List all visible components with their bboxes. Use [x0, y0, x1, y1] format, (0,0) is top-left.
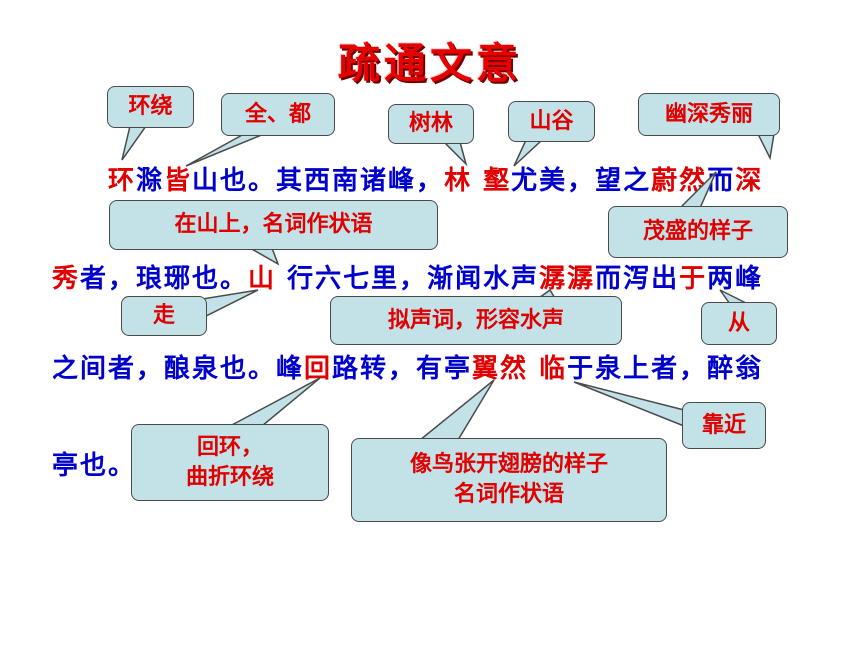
text-segment: 行六七里，渐闻水声 [276, 264, 540, 294]
text-line-3: 之间者，酿泉也。峰回路转，有亭翼然 临于泉上者，醉翁 [52, 348, 763, 385]
note-huihuan-line-1: 回环， [196, 433, 263, 460]
text-line-2: 秀者，琅琊也。山 行六七里，渐闻水声潺潺而泻出于两峰 [52, 258, 763, 295]
note-huihuan: 回环， 曲折环绕 [131, 424, 329, 501]
text-line-1: 环滁皆山也。其西南诸峰，林 壑尤美，望之蔚然而深 [108, 160, 763, 197]
text-segment: 两峰 [707, 264, 764, 294]
text-segment: 壑 [483, 166, 512, 196]
text-segment: 林 [444, 166, 473, 196]
note-nisheng: 拟声词，形容水声 [330, 296, 622, 345]
note-cong: 从 [701, 302, 777, 345]
text-segment: 于 [679, 264, 708, 294]
text-segment: 环 [108, 166, 137, 196]
text-segment: 秀 [52, 264, 81, 294]
text-segment: 山也。其西南诸峰， [192, 166, 445, 196]
text-segment: 而泻出 [595, 264, 680, 294]
tail-huanrao [121, 125, 148, 161]
note-huihuan-line-2: 曲折环绕 [185, 463, 274, 490]
note-youshen: 幽深秀丽 [638, 93, 780, 136]
text-segment: 于泉上者，醉翁 [567, 354, 764, 384]
note-shangu: 山谷 [508, 101, 595, 142]
tail-zaishan [247, 247, 280, 266]
tail-huihuan [229, 377, 321, 427]
note-xiangniao-line-1: 像鸟张开翅膀的样子 [409, 451, 608, 478]
tail-kaojin [573, 381, 685, 428]
text-segment: 翼然 [472, 354, 529, 384]
note-kaojin: 靠近 [682, 402, 766, 449]
tail-maosheng [678, 171, 717, 209]
note-maosheng: 茂盛的样子 [608, 206, 788, 258]
note-xiangniao: 像鸟张开翅膀的样子 名词作状语 [351, 438, 667, 522]
text-segment: 路转，有亭 [332, 354, 473, 384]
note-quandou: 全、都 [221, 93, 335, 136]
text-segment: 亭也。 [52, 451, 137, 481]
tail-xiangniao [417, 379, 495, 441]
page-title: 疏通文意 [337, 39, 522, 88]
text-segment: 深 [735, 166, 764, 196]
text-segment: 山 [248, 264, 277, 294]
tail-youshen [756, 133, 775, 161]
note-huanrao: 环绕 [107, 86, 194, 128]
text-line-4: 亭也。 [52, 445, 136, 482]
note-zou: 走 [121, 296, 207, 336]
note-zaishan: 在山上，名词作状语 [109, 200, 438, 250]
note-shulin: 树林 [388, 104, 474, 144]
text-segment: 潺潺 [539, 264, 596, 294]
text-segment: 皆 [164, 166, 193, 196]
text-segment: 尤美，望之 [511, 166, 652, 196]
tail-shangu [513, 139, 544, 167]
text-segment: 临 [539, 354, 568, 384]
text-segment: 之间者，酿泉也。峰 [52, 354, 305, 384]
tail-quandou [185, 133, 265, 167]
text-segment: 者，琅琊也。 [80, 264, 249, 294]
note-xiangniao-line-2: 名词作状语 [453, 481, 564, 507]
tail-shulin [442, 141, 468, 167]
text-segment: 滁 [136, 166, 165, 196]
